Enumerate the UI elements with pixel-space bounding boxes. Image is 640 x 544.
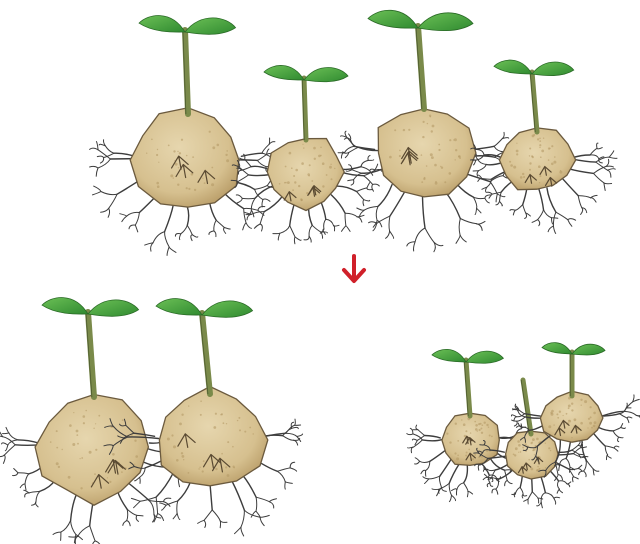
bottom-left-pair-seedling-1-soil-ball <box>35 395 148 506</box>
bottom-right-trio-seedling-3-soil-ball <box>540 391 603 442</box>
top-row-seedling-2-right-leaf <box>304 68 348 82</box>
top-row-group <box>90 10 617 255</box>
bottom-right-trio-seedling-3-left-leaf <box>542 343 572 354</box>
bottom-left-pair-seedling-2-left-leaf <box>156 299 202 316</box>
top-row-seedling-1-right-leaf <box>185 18 236 34</box>
top-row-seedling-4-right-leaf <box>532 62 574 76</box>
top-row-seedling-1-left-leaf <box>139 16 185 33</box>
top-row-seedling-3 <box>338 10 514 251</box>
bottom-left-pair-seedling-1 <box>0 298 190 544</box>
arrow-down-icon <box>344 256 364 281</box>
bottom-right-trio-seedling-1-left-leaf <box>432 349 466 362</box>
top-row-seedling-1 <box>90 16 279 256</box>
top-row-seedling-3-left-leaf <box>368 10 418 28</box>
top-row-seedling-4-left-leaf <box>494 60 532 74</box>
bottom-left-pair-seedling-2-right-leaf <box>202 301 253 317</box>
top-row-seedling-2-left-leaf <box>264 65 304 80</box>
bottom-left-pair-seedling-2-soil-ball <box>159 387 267 486</box>
top-row-seedling-1-soil-ball <box>130 108 239 207</box>
bottom-left-pair-seedling-1-left-leaf <box>42 298 88 315</box>
bottom-left-pair-group <box>0 298 303 544</box>
top-row-seedling-3-right-leaf <box>418 13 473 31</box>
top-row-seedling-3-soil-ball <box>378 109 476 197</box>
bottom-right-trio-group <box>407 343 640 508</box>
bottom-right-trio-seedling-2-stem <box>523 380 531 434</box>
bottom-left-pair-seedling-1-right-leaf <box>88 300 139 316</box>
bottom-right-trio-seedling-1-right-leaf <box>466 351 503 363</box>
bottom-right-trio-seedling-1 <box>407 349 531 501</box>
bottom-left-pair-seedling-2-stem <box>202 313 210 394</box>
bottom-right-trio-seedling-3-right-leaf <box>572 344 605 355</box>
